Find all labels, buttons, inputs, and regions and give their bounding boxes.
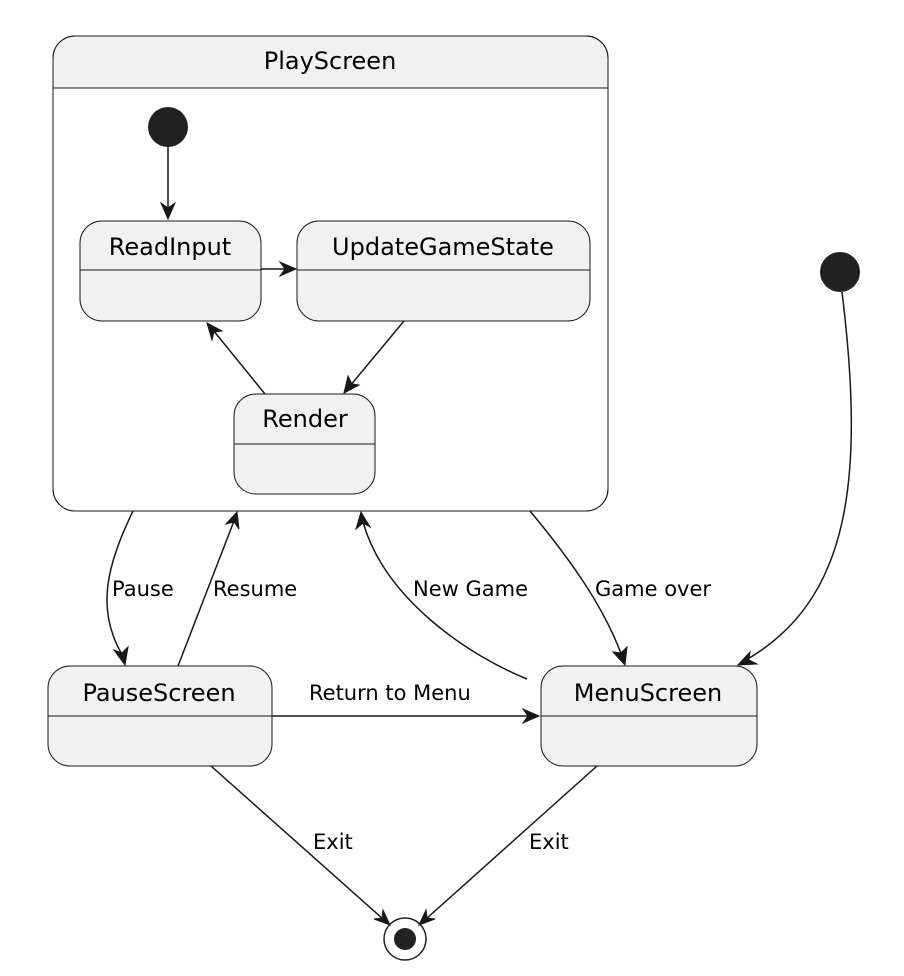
edge-pause: Pause <box>106 510 174 667</box>
outer-initial-node <box>820 252 860 292</box>
edge-initial-to-menuscreen <box>736 291 853 666</box>
new-game-label: New Game <box>413 577 528 601</box>
playscreen-title: PlayScreen <box>264 47 397 75</box>
game-over-label: Game over <box>595 577 711 601</box>
resume-label: Resume <box>213 577 297 601</box>
edge-game-over: Game over <box>529 510 711 667</box>
inner-initial-node <box>148 107 188 147</box>
edge-return-to-menu: Return to Menu <box>272 681 541 725</box>
edge-readinput-to-updategamestate <box>261 260 298 278</box>
readinput-label: ReadInput <box>109 233 231 261</box>
state-pausescreen: PauseScreen <box>47 665 273 767</box>
edge-updategamestate-to-render <box>343 320 405 394</box>
exit-from-menu-label: Exit <box>529 830 569 854</box>
playscreen-header-bg <box>53 36 608 88</box>
edge-render-to-readinput <box>206 321 266 395</box>
menuscreen-label: MenuScreen <box>574 679 722 707</box>
render-label: Render <box>262 405 348 433</box>
exit-from-pause-label: Exit <box>313 830 353 854</box>
edge-resume: Resume <box>177 510 297 667</box>
pause-label: Pause <box>112 577 174 601</box>
edge-initial-to-readinput <box>159 147 177 221</box>
state-render: Render <box>233 393 376 495</box>
final-state-node <box>383 917 427 961</box>
edge-exit-from-pause: Exit <box>210 765 391 926</box>
state-updategamestate: UpdateGameState <box>296 220 591 322</box>
edge-new-game: New Game <box>355 510 528 680</box>
state-menuscreen: MenuScreen <box>540 665 758 767</box>
state-readinput: ReadInput <box>79 220 262 322</box>
edge-exit-from-menu: Exit <box>418 765 598 926</box>
pausescreen-label: PauseScreen <box>82 679 235 707</box>
updategamestate-label: UpdateGameState <box>332 233 554 261</box>
return-to-menu-label: Return to Menu <box>309 681 471 705</box>
